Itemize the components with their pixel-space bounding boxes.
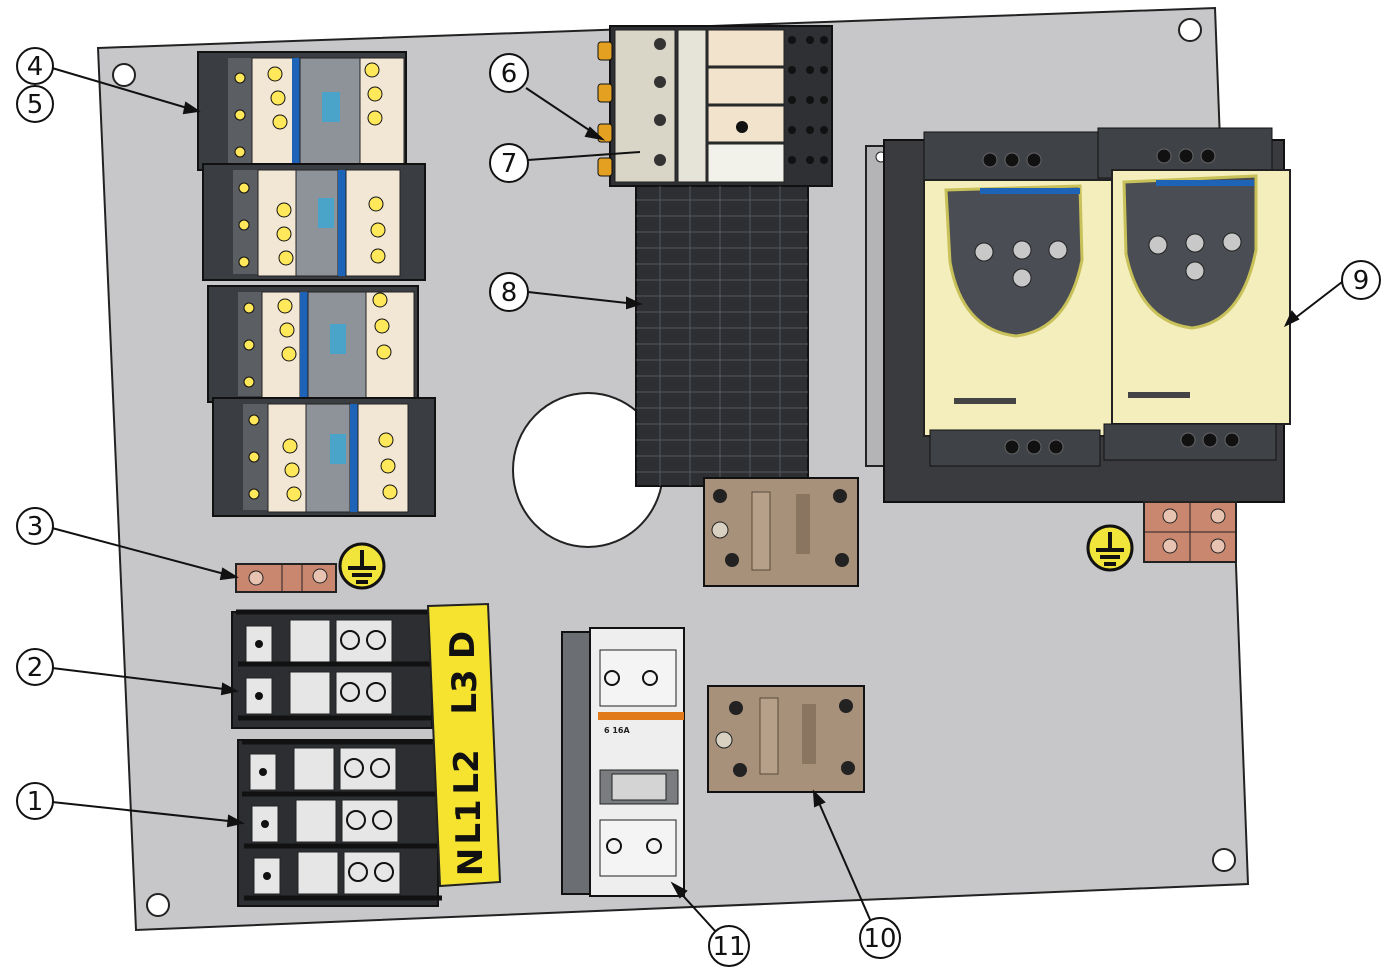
terminal-label-strip <box>426 602 502 888</box>
terminal-label-n: N <box>451 848 491 876</box>
callout-8: 8 <box>489 272 529 312</box>
mounting-hole <box>112 63 136 87</box>
mounting-hole <box>146 893 170 917</box>
callout-10: 10 <box>859 917 901 959</box>
callout-3: 3 <box>16 507 54 545</box>
contactor <box>207 285 419 403</box>
callout-2-label: 2 <box>27 653 44 683</box>
earth-bar-right <box>1143 501 1237 563</box>
callout-5: 5 <box>16 85 54 123</box>
mounting-hole <box>1178 18 1202 42</box>
solid-state-relay-lower <box>707 685 865 793</box>
variable-speed-drive-pair <box>865 127 1291 503</box>
terminal-label-d: D <box>443 631 483 659</box>
callout-10-label: 10 <box>863 924 896 954</box>
callout-4-label: 4 <box>27 52 44 82</box>
solid-state-relay-upper <box>703 477 859 587</box>
callout-7-label: 7 <box>501 149 518 179</box>
callout-7: 7 <box>489 143 529 183</box>
mounting-hole <box>1212 848 1236 872</box>
earth-bar-left <box>235 563 337 593</box>
leader-lines <box>51 67 1343 933</box>
circuit-breaker <box>561 627 685 897</box>
contactor <box>197 51 407 171</box>
contactor <box>212 397 436 517</box>
power-terminal-blocks <box>231 602 502 907</box>
breaker-rating-label: 6 16A <box>604 726 630 735</box>
callout-1-label: 1 <box>27 787 44 817</box>
callout-6: 6 <box>489 53 529 93</box>
contactor-stack <box>197 51 436 517</box>
earth-symbol-icon <box>338 542 386 590</box>
relay-module-group <box>597 25 833 187</box>
callout-11-label: 11 <box>712 932 745 962</box>
callout-8-label: 8 <box>501 278 518 308</box>
terminal-label-l1: L1 <box>449 799 489 844</box>
terminal-label-l2: L2 <box>447 749 487 794</box>
terminal-label-l3: L3 <box>445 669 485 714</box>
callout-11: 11 <box>708 925 750 967</box>
callout-6-label: 6 <box>501 59 518 89</box>
callout-5-label: 5 <box>27 90 44 120</box>
callout-3-label: 3 <box>27 512 44 542</box>
earth-symbol-icon <box>1086 524 1134 572</box>
callout-2: 2 <box>16 648 54 686</box>
callout-1: 1 <box>16 782 54 820</box>
callout-9: 9 <box>1341 260 1381 300</box>
terminal-block-strip <box>635 185 809 487</box>
contactor <box>202 163 426 281</box>
callout-9-label: 9 <box>1353 266 1370 296</box>
callout-4: 4 <box>16 47 54 85</box>
